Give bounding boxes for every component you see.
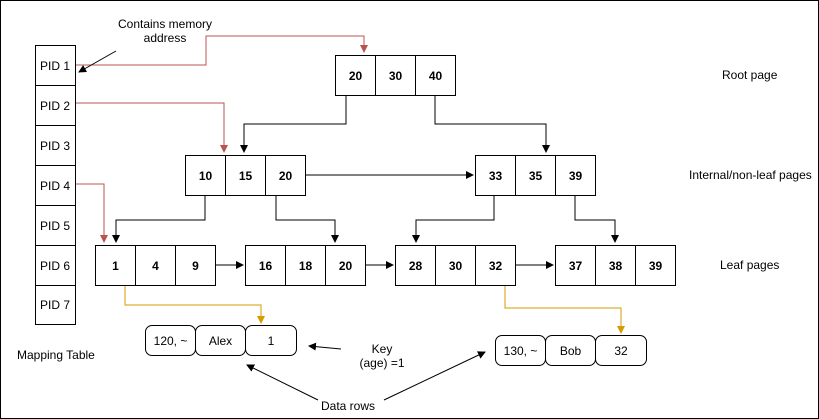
pid-1-cell: PID 1 bbox=[35, 45, 76, 86]
alex-row-name: Alex bbox=[195, 325, 246, 356]
internal-right-key-1: 33 bbox=[475, 155, 516, 196]
leaf2-key-1: 16 bbox=[245, 245, 286, 286]
pid-4-cell: PID 4 bbox=[35, 165, 76, 206]
leaf-to-bob-row-arrow bbox=[504, 285, 625, 334]
leaf2-key-2: 18 bbox=[285, 245, 326, 286]
bob-row-age: 32 bbox=[595, 335, 647, 366]
leaf-pages-label: Leaf pages bbox=[720, 258, 780, 272]
root-key-3: 40 bbox=[415, 55, 456, 96]
memory-address-line-1: Contains memory bbox=[117, 17, 213, 31]
alex-row-age: 1 bbox=[245, 325, 297, 356]
memory-address-line-2: address bbox=[143, 31, 187, 45]
root-to-internal-right-arrow bbox=[434, 95, 550, 153]
bob-row-pointer: 130, ~ bbox=[495, 335, 546, 366]
memory-address-arrow bbox=[78, 50, 117, 73]
leaf1-key-1: 1 bbox=[95, 245, 136, 286]
pid-2-cell: PID 2 bbox=[35, 85, 76, 126]
internal-right-to-leaf4-arrow bbox=[574, 195, 619, 243]
leaf3-key-2: 30 bbox=[435, 245, 476, 286]
root-to-internal-left-arrow bbox=[240, 95, 347, 153]
leaf-to-alex-row-arrow bbox=[124, 285, 265, 324]
internal-left-to-leaf1-arrow bbox=[112, 195, 206, 243]
pid-7-cell: PID 7 bbox=[35, 285, 76, 325]
pid-5-cell: PID 5 bbox=[35, 205, 76, 246]
leaf1-key-2: 4 bbox=[135, 245, 176, 286]
root-key-2: 30 bbox=[375, 55, 416, 96]
pid-6-cell: PID 6 bbox=[35, 245, 76, 286]
bob-row-name: Bob bbox=[545, 335, 596, 366]
internal-left-to-leaf2-arrow bbox=[275, 195, 339, 243]
internal-pages-label: Internal/non-leaf pages bbox=[689, 168, 812, 182]
leaf2-key-3: 20 bbox=[325, 245, 366, 286]
pid1-to-root-arrow bbox=[75, 35, 368, 66]
alex-row-pointer: 120, ~ bbox=[145, 325, 196, 356]
internal-right-to-leaf3-arrow bbox=[412, 195, 495, 243]
key-line-2: (age) =1 bbox=[359, 356, 405, 370]
leaf4-key-3: 39 bbox=[635, 245, 676, 286]
data-rows-arrow-left bbox=[246, 364, 319, 401]
leaf3-key-3: 32 bbox=[475, 245, 516, 286]
leaf3-key-1: 28 bbox=[395, 245, 436, 286]
pid2-to-internal-arrow bbox=[75, 102, 228, 153]
internal-left-key-2: 15 bbox=[225, 155, 266, 196]
pid4-to-leaf-arrow bbox=[75, 183, 108, 243]
root-page-label: Root page bbox=[722, 68, 778, 82]
data-rows-annotation: Data rows bbox=[321, 399, 376, 413]
leaf1-key-3: 9 bbox=[175, 245, 216, 286]
internal-right-key-3: 39 bbox=[555, 155, 596, 196]
mapping-table-label: Mapping Table bbox=[17, 348, 95, 362]
memory-address-annotation: Contains memory address bbox=[105, 17, 225, 45]
internal-left-key-1: 10 bbox=[185, 155, 226, 196]
key-arrow bbox=[308, 342, 342, 351]
root-key-1: 20 bbox=[335, 55, 376, 96]
leaf4-key-1: 37 bbox=[555, 245, 596, 286]
leaf4-key-2: 38 bbox=[595, 245, 636, 286]
key-annotation: Key (age) =1 bbox=[342, 342, 422, 370]
key-line-1: Key bbox=[371, 342, 393, 356]
internal-right-key-2: 35 bbox=[515, 155, 556, 196]
internal-left-key-3: 20 bbox=[265, 155, 306, 196]
data-rows-arrow-right bbox=[383, 351, 486, 401]
pid-3-cell: PID 3 bbox=[35, 125, 76, 166]
